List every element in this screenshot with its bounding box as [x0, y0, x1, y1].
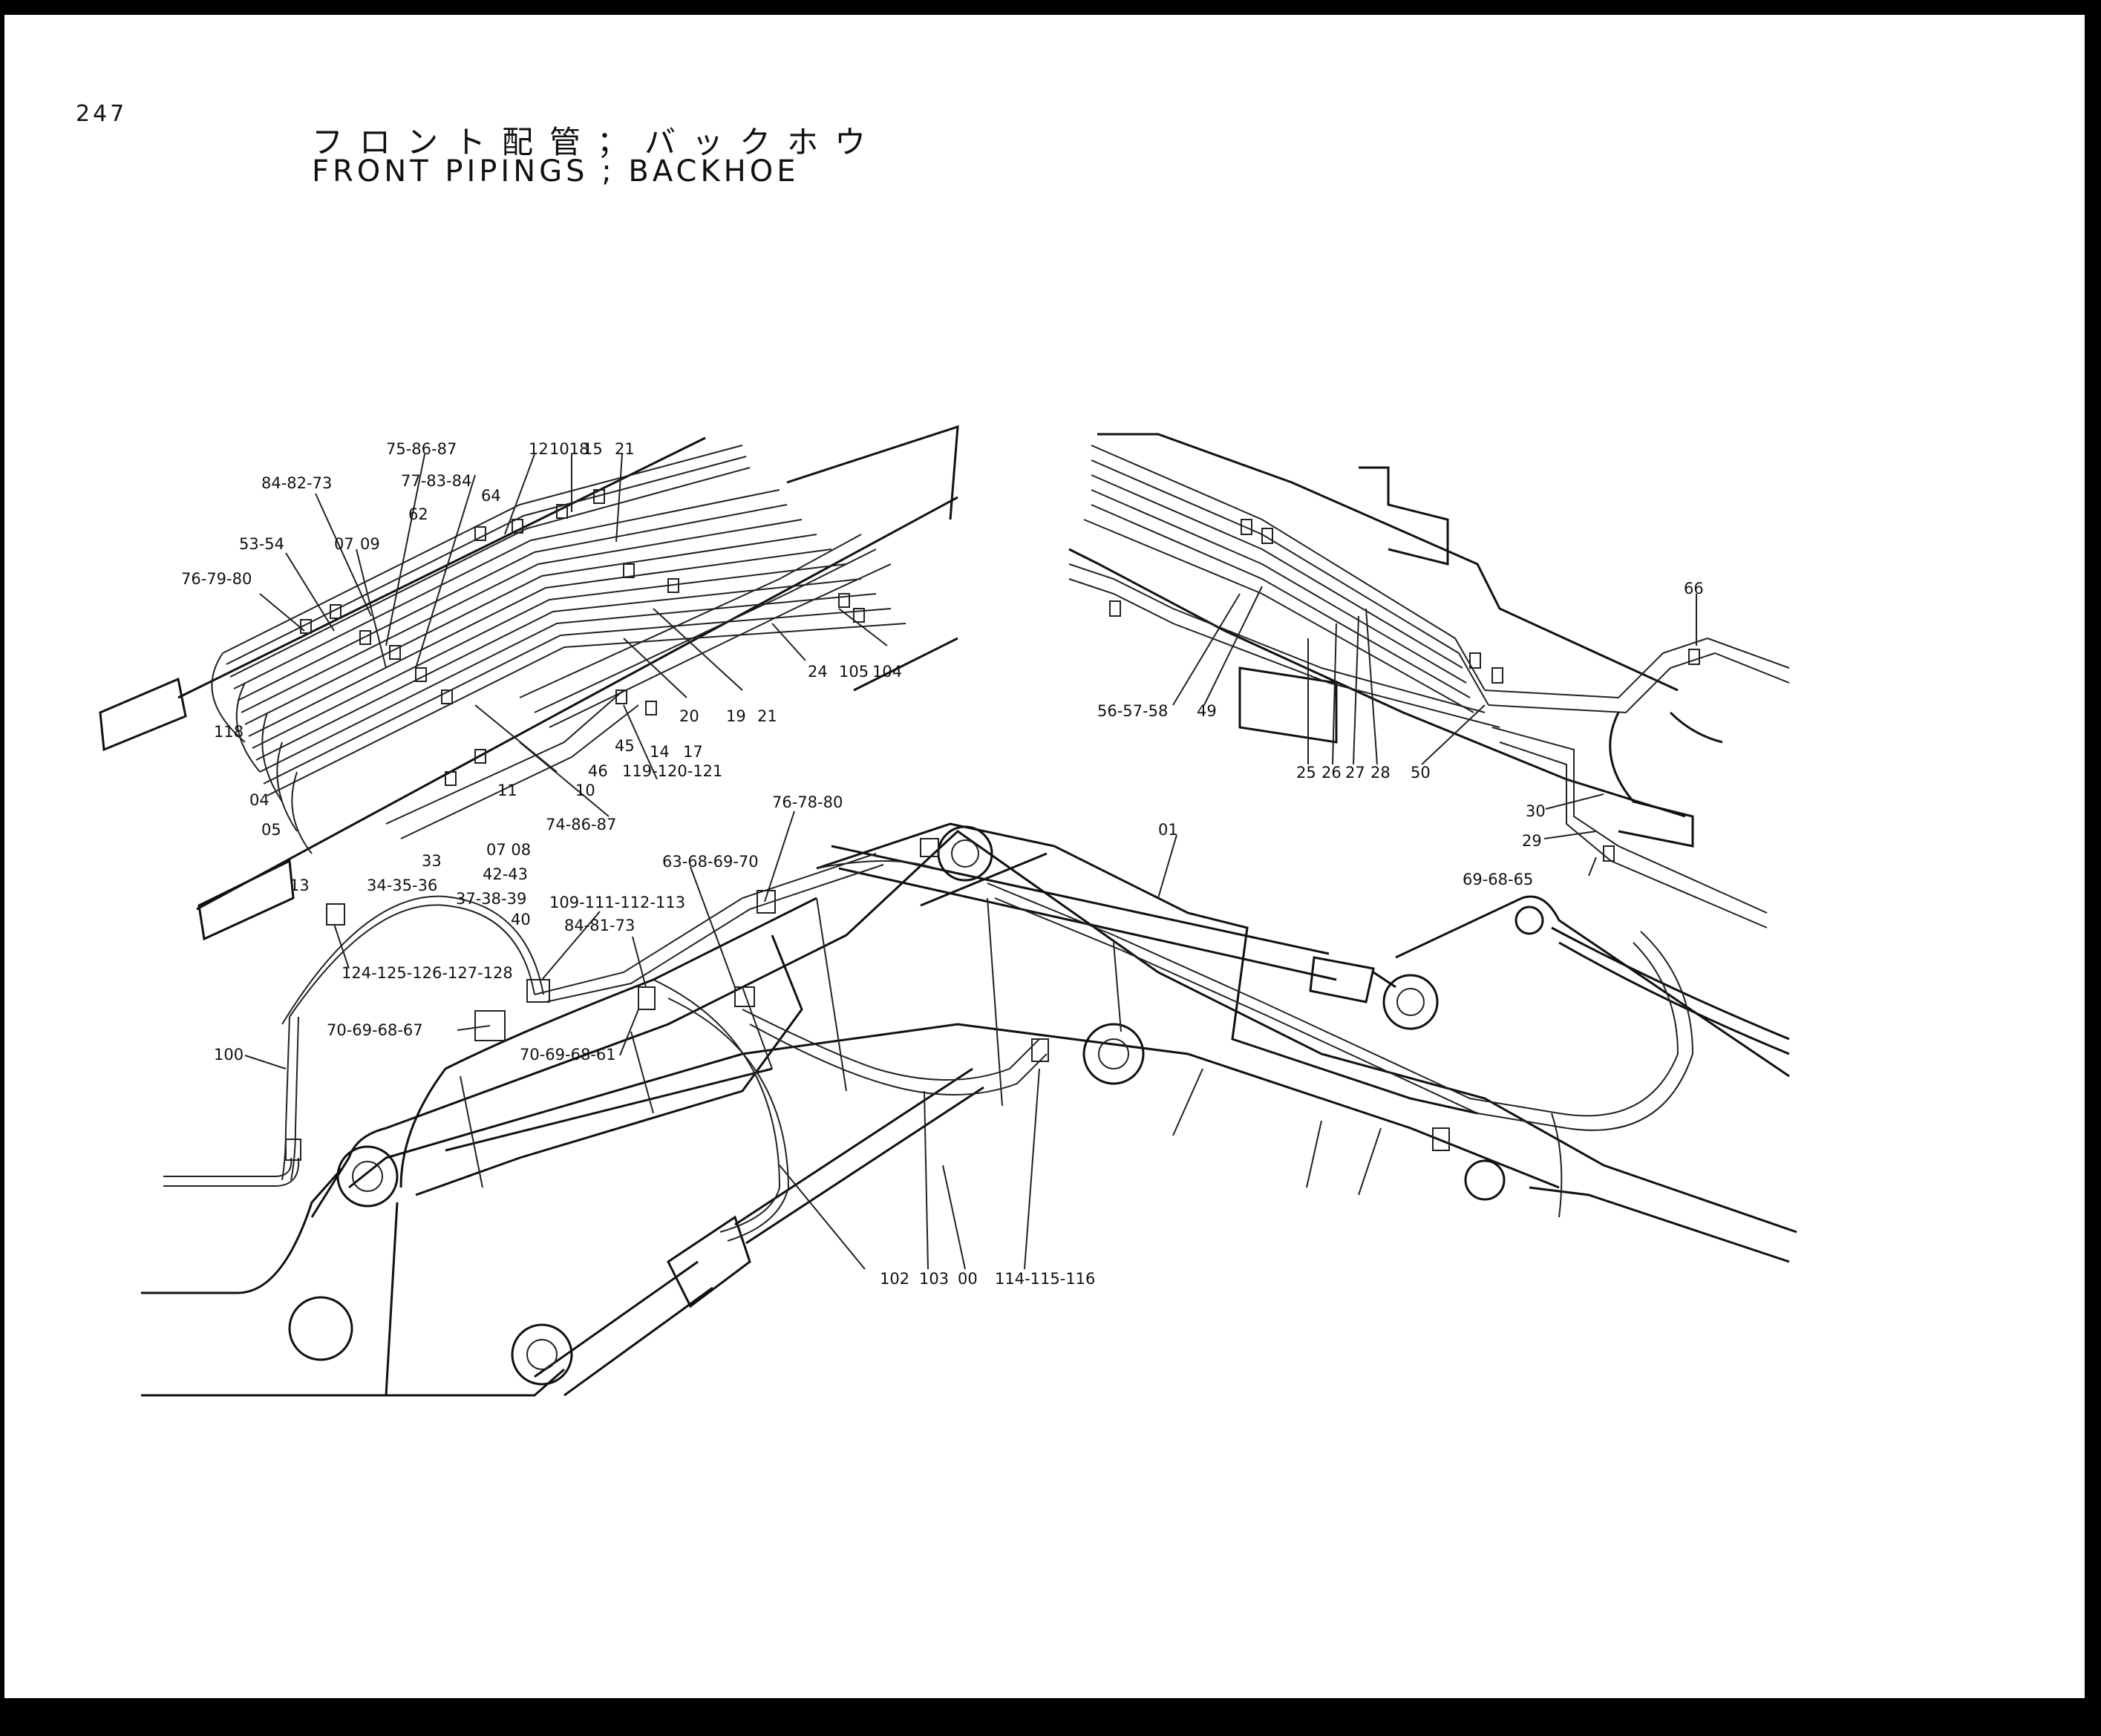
callout-124-125-126-127-128: 124-125-126-127-128 [342, 964, 513, 982]
boom-cylinder-base-pin [511, 1323, 573, 1386]
callout-42-43: 42-43 [483, 865, 528, 883]
callout-13: 13 [290, 877, 310, 894]
page-number: 247 [76, 101, 128, 127]
callout-01: 01 [1158, 821, 1178, 839]
callout-49: 49 [1197, 702, 1217, 720]
callout-05: 05 [261, 821, 281, 839]
callout-07-08: 07 08 [486, 841, 531, 859]
callout-24: 24 [808, 663, 828, 681]
callout-25: 25 [1296, 764, 1316, 782]
callout-103: 103 [919, 1270, 949, 1288]
callout-50: 50 [1411, 764, 1431, 782]
callout-118: 118 [214, 723, 244, 741]
callout-34-35-36: 34-35-36 [367, 877, 437, 894]
callout-69-68-65: 69-68-65 [1463, 871, 1533, 888]
callout-76-78-80: 76-78-80 [772, 793, 843, 811]
arm-cylinder-rod-pin [937, 825, 993, 882]
callout-45: 45 [615, 737, 635, 755]
callout-1018: 1018 [549, 440, 589, 458]
callout-20: 20 [679, 707, 699, 725]
frame-bottom-bar [0, 1698, 2101, 1736]
boom-middle-pin [1082, 1023, 1145, 1085]
callout-105: 105 [839, 663, 869, 681]
right-detail-view: 66 56-57-58 49 25 26 27 28 50 30 29 69-6… [1068, 433, 1790, 928]
callout-15: 15 [583, 440, 603, 458]
callout-70-69-68-61: 70-69-68-61 [520, 1046, 616, 1064]
callout-84-81-73: 84-81-73 [564, 917, 635, 934]
callout-84-82-73: 84-82-73 [261, 474, 332, 492]
callout-62: 62 [408, 505, 428, 523]
callout-46: 46 [588, 762, 608, 780]
callout-19: 19 [726, 707, 746, 725]
callout-100: 100 [214, 1046, 244, 1064]
callout-27: 27 [1345, 764, 1365, 782]
callout-77-83-84: 77-83-84 [401, 472, 471, 490]
callout-75-86-87: 75-86-87 [386, 440, 457, 458]
callout-11: 11 [497, 782, 517, 799]
callout-102: 102 [880, 1270, 909, 1288]
callout-37-38-39: 37-38-39 [456, 890, 526, 908]
callout-114-115-116: 114-115-116 [995, 1270, 1095, 1288]
frame-right-bar [2085, 0, 2101, 1736]
callout-53-54: 53-54 [239, 535, 284, 553]
callout-21: 21 [615, 440, 635, 458]
callout-17: 17 [683, 743, 703, 761]
arm-cylinder-head-pin [1382, 974, 1439, 1030]
callout-07-top: 07 [334, 535, 354, 553]
title-english: FRONT PIPINGS ; BACKHOE [312, 154, 800, 189]
callout-28: 28 [1370, 764, 1391, 782]
left-detail-view: 75-86-87 12 1018 15 21 84-82-73 77-83-84… [99, 425, 959, 941]
callout-63-68-69-70: 63-68-69-70 [662, 853, 759, 871]
fitting-block-67 [474, 1010, 506, 1041]
frame-left-bar [0, 0, 4, 1736]
callout-29: 29 [1522, 832, 1542, 850]
callout-30: 30 [1526, 802, 1546, 820]
callout-04: 04 [249, 791, 269, 809]
callout-66: 66 [1684, 580, 1704, 597]
base-pin [288, 1296, 353, 1361]
callout-09: 09 [360, 535, 380, 553]
callout-14: 14 [650, 743, 670, 761]
callout-104: 104 [872, 663, 902, 681]
boom-nose-pin [1464, 1159, 1506, 1201]
callout-21-bottom: 21 [757, 707, 777, 725]
callout-74-86-87: 74-86-87 [546, 816, 616, 833]
callout-00: 00 [958, 1270, 978, 1288]
main-boom-view: 76-78-80 63-68-69-70 109-111-112-113 84-… [141, 793, 1797, 1397]
callout-56-57-58: 56-57-58 [1097, 702, 1168, 720]
callout-64: 64 [481, 487, 501, 505]
callout-119-120-121: 119-120-121 [622, 762, 722, 780]
fitting-hose-top [326, 903, 345, 926]
boom-foot-pin [336, 1145, 399, 1208]
callout-26: 26 [1321, 764, 1342, 782]
arm-top-pin [1515, 905, 1544, 935]
callout-33: 33 [422, 852, 442, 870]
callout-109-111-112-113: 109-111-112-113 [549, 894, 685, 911]
callout-70-69-68-67: 70-69-68-67 [327, 1021, 423, 1039]
callout-76-79-80: 76-79-80 [181, 570, 252, 588]
callout-10: 10 [575, 782, 595, 799]
frame-top-bar [0, 0, 2101, 15]
callout-40: 40 [511, 911, 531, 928]
title-japanese: フロント配管；バックホウ [312, 124, 883, 160]
callout-12: 12 [529, 440, 549, 458]
